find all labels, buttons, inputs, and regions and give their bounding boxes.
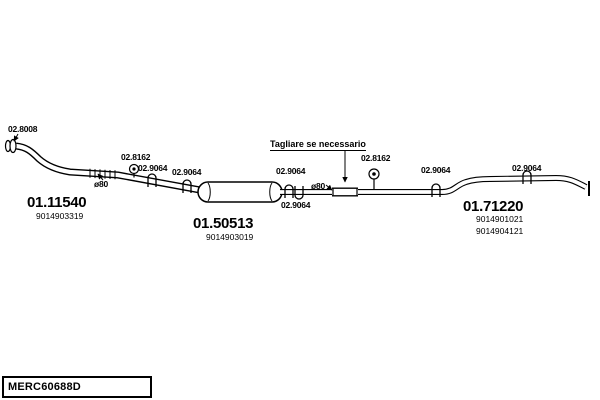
- hanger-icon-rear: [368, 168, 380, 189]
- flange-callout: 02.8008: [8, 124, 38, 134]
- clamp-callout-6: 02.9064: [512, 163, 542, 173]
- muffler: [197, 181, 283, 203]
- part-number-front-pipe: 01.11540: [27, 194, 87, 211]
- flange-leader-arrow: [13, 133, 19, 142]
- cut-instruction-note: Tagliare se necessario: [270, 139, 366, 151]
- diameter-front-leader-arrow: [97, 173, 104, 181]
- diameter-callout-front: ø80: [94, 179, 109, 189]
- clamp-icon-4: [294, 186, 304, 200]
- hanger-callout-rear: 02.8162: [361, 153, 391, 163]
- part-number-tail-pipe: 01.71220: [463, 198, 524, 215]
- tail-pipe-bore: [358, 176, 587, 194]
- hanger-callout-front: 02.8162: [121, 152, 151, 162]
- flex-section-icon: [89, 168, 116, 180]
- clamp-icon-3: [284, 184, 294, 198]
- clamp-icon-1: [147, 173, 157, 187]
- part-number-middle-silencer: 01.50513: [193, 215, 254, 232]
- clamp-callout-5: 02.9064: [421, 165, 451, 175]
- diameter-callout-rear: ø80: [311, 181, 326, 191]
- diameter-rear-leader-arrow: [325, 184, 333, 191]
- clamp-icon-5: [431, 183, 441, 197]
- clamp-callout-1: 02.9064: [138, 163, 168, 173]
- drawing-code: MERC60688D: [8, 381, 81, 393]
- sleeve-section: [332, 187, 358, 197]
- part-ref-tail-pipe-2: 9014904121: [476, 226, 524, 236]
- clamp-callout-3: 02.9064: [276, 166, 306, 176]
- clamp-icon-6: [522, 170, 532, 184]
- clamp-icon-2: [182, 179, 192, 193]
- clamp-callout-2: 02.9064: [172, 167, 202, 177]
- hanger-icon-front: [128, 163, 140, 178]
- front-pipe-bore: [15, 143, 201, 193]
- part-ref-front-pipe: 9014903319: [36, 211, 84, 221]
- part-ref-tail-pipe-1: 9014901021: [476, 214, 524, 224]
- flange-icon: [4, 138, 17, 154]
- drawing-code-box: MERC60688D: [2, 376, 152, 398]
- clamp-callout-4: 02.9064: [281, 200, 311, 210]
- part-ref-middle-silencer: 9014903019: [206, 232, 254, 242]
